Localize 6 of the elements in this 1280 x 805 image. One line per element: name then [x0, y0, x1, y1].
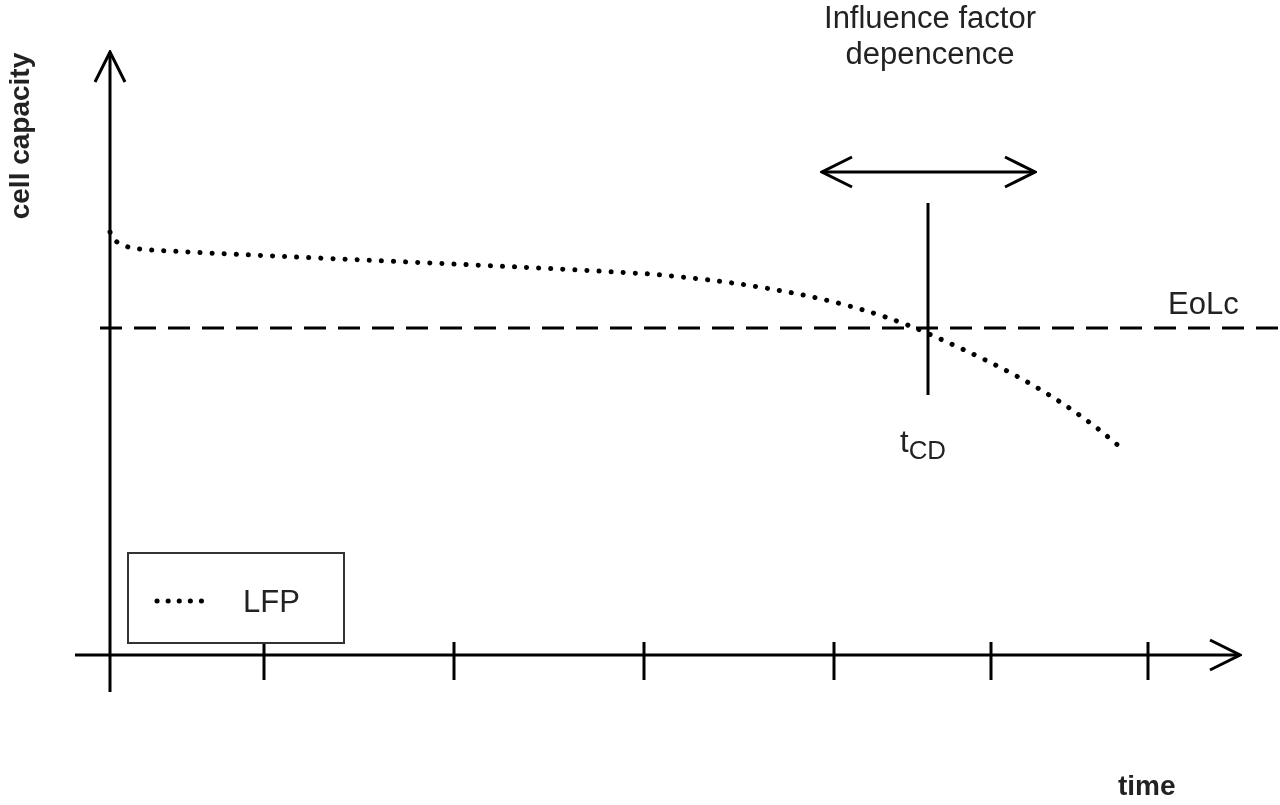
legend-label: LFP	[243, 584, 300, 620]
axis-label: time	[1118, 769, 1176, 803]
time-marker-label: t$_{CD}$	[900, 424, 946, 467]
annotation-text: Influence factor depencence	[823, 0, 1037, 72]
threshold-label: EoLc	[1168, 286, 1239, 322]
axis-label: cell capacity	[3, 51, 36, 222]
